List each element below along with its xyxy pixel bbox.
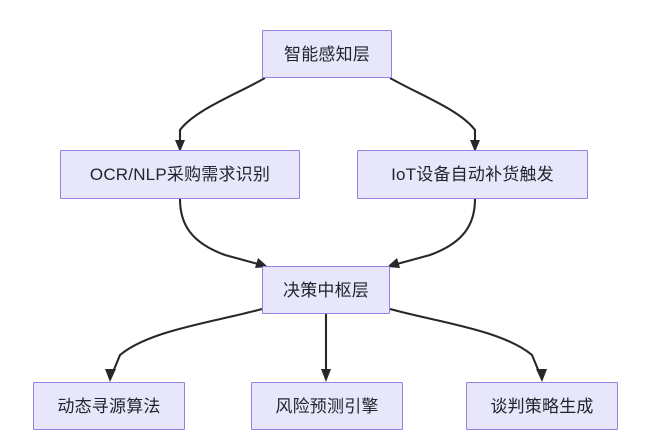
node-risk-prediction[interactable]: 风险预测引擎 bbox=[251, 382, 403, 430]
node-dynamic-sourcing[interactable]: 动态寻源算法 bbox=[33, 382, 185, 430]
node-label: 风险预测引擎 bbox=[275, 396, 379, 416]
edge-ocr-nlp-to-decision-hub bbox=[178, 198, 268, 268]
node-label: 智能感知层 bbox=[284, 44, 370, 64]
node-label: IoT设备自动补货触发 bbox=[391, 165, 554, 184]
edge-path bbox=[389, 307, 540, 373]
edge-path bbox=[396, 198, 477, 266]
arrow-head-icon bbox=[387, 258, 400, 268]
edge-path bbox=[178, 198, 259, 266]
node-label: 动态寻源算法 bbox=[57, 396, 161, 416]
edge-decision-hub-to-dynamic-sourcing bbox=[105, 307, 263, 382]
edge-path bbox=[389, 77, 477, 142]
edge-path bbox=[112, 307, 263, 373]
node-negotiation-strategy[interactable]: 谈判策略生成 bbox=[466, 382, 618, 430]
edge-perception-to-ocr-nlp bbox=[175, 77, 266, 152]
arrow-head-icon bbox=[175, 140, 185, 152]
node-perception[interactable]: 智能感知层 bbox=[262, 30, 392, 78]
edge-path bbox=[178, 77, 266, 142]
edge-iot-to-decision-hub bbox=[387, 198, 477, 268]
node-ocr-nlp[interactable]: OCR/NLP采购需求识别 bbox=[60, 150, 300, 199]
arrow-head-icon bbox=[470, 140, 480, 152]
edge-perception-to-iot bbox=[389, 77, 480, 152]
node-label: OCR/NLP采购需求识别 bbox=[89, 165, 271, 184]
node-label: 谈判策略生成 bbox=[490, 396, 594, 416]
arrow-head-icon bbox=[321, 369, 331, 382]
node-decision-hub[interactable]: 决策中枢层 bbox=[262, 266, 390, 314]
node-label: 决策中枢层 bbox=[283, 280, 369, 300]
node-iot[interactable]: IoT设备自动补货触发 bbox=[357, 150, 588, 199]
arrow-head-icon bbox=[255, 258, 268, 268]
arrow-head-icon bbox=[105, 369, 116, 382]
edge-decision-hub-to-negotiation-strategy bbox=[389, 307, 547, 382]
arrow-head-icon bbox=[536, 369, 547, 382]
edge-decision-hub-to-risk-prediction bbox=[321, 314, 331, 382]
